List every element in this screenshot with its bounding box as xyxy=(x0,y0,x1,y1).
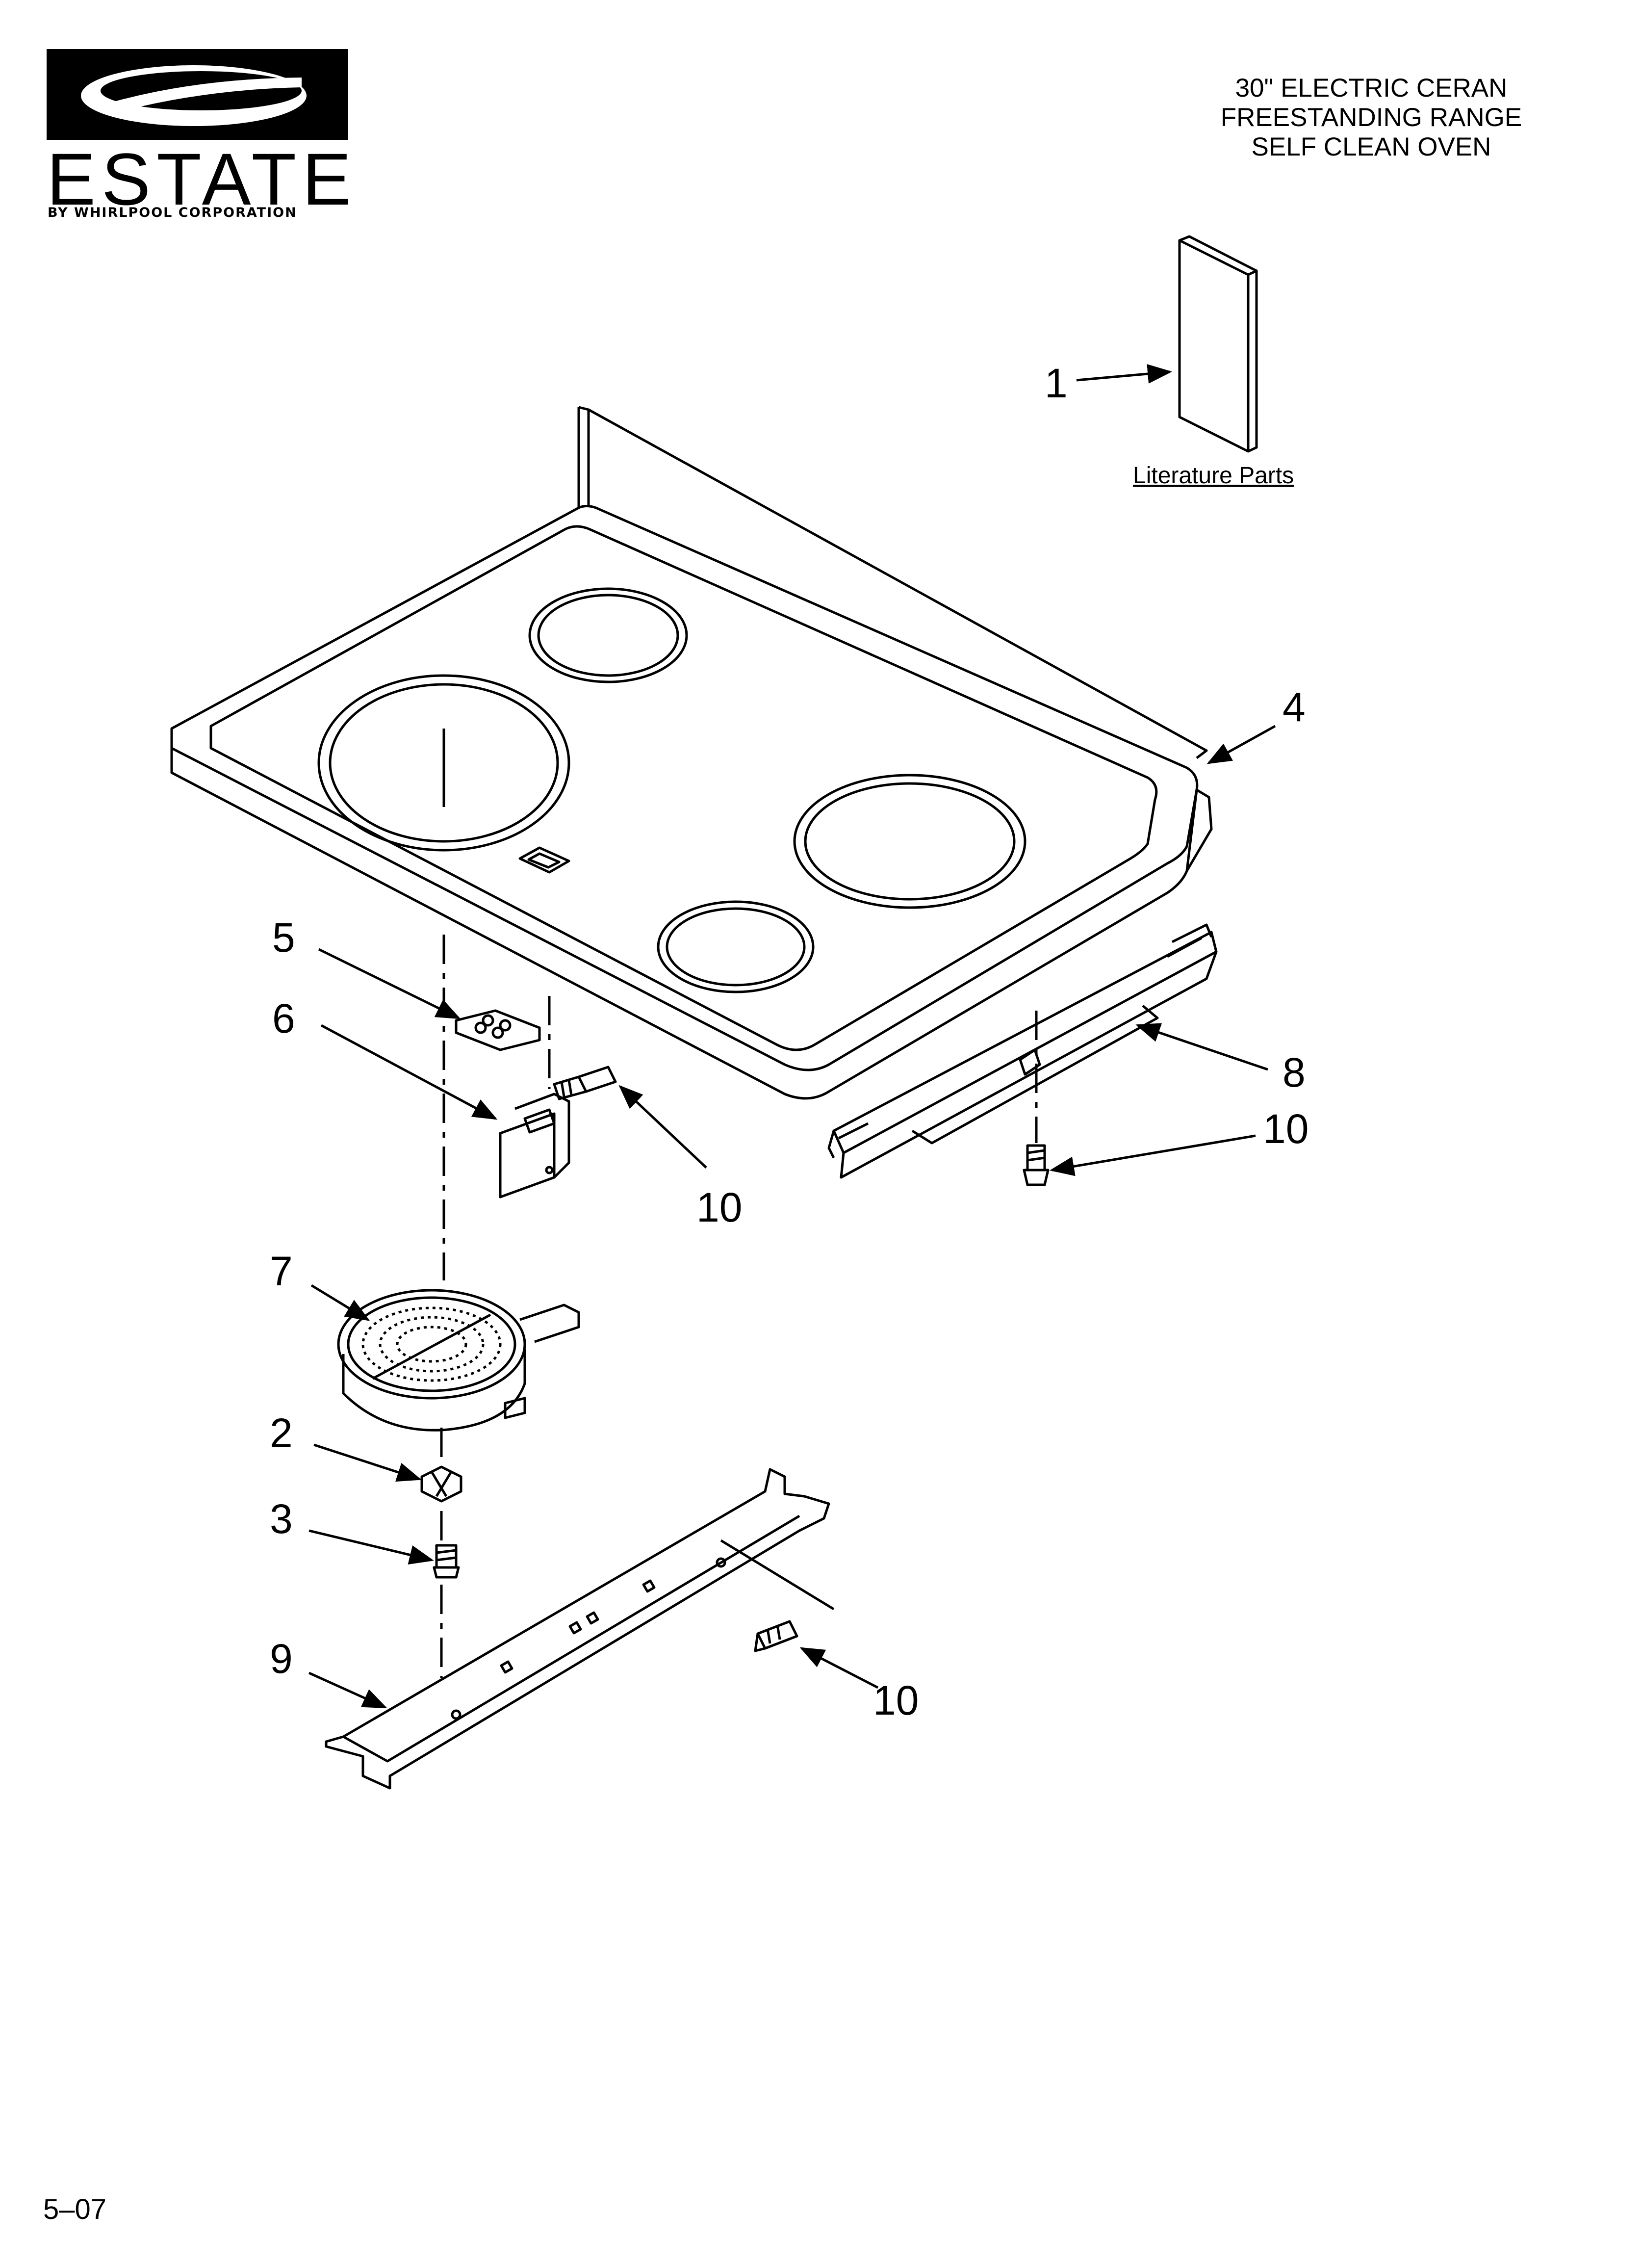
leader-10c xyxy=(799,1647,879,1689)
screw-10-c xyxy=(754,1620,798,1652)
callout-3: 3 xyxy=(270,1496,293,1542)
cooktop-glass xyxy=(170,406,1213,1100)
leader-7 xyxy=(310,1284,370,1321)
callout-10-c: 10 xyxy=(873,1677,919,1723)
callout-4: 4 xyxy=(1283,684,1306,730)
burner-large-right xyxy=(793,774,1026,909)
screw-3 xyxy=(433,1544,460,1579)
brand-tagline: BY WHIRLPOOL CORPORATION xyxy=(48,205,297,220)
rear-bracket xyxy=(827,923,1218,1179)
leader-4 xyxy=(1206,725,1276,764)
callout-6: 6 xyxy=(272,995,295,1042)
screw-10-a xyxy=(553,1066,617,1100)
terminal-block xyxy=(455,1009,541,1051)
burner-small-rear xyxy=(528,587,688,683)
leader-3 xyxy=(308,1529,434,1564)
header-line-3: SELF CLEAN OVEN xyxy=(1251,132,1491,161)
leader-8 xyxy=(1135,1023,1268,1071)
callout-7: 7 xyxy=(270,1248,293,1294)
literature-parts-label: Literature Parts xyxy=(1133,463,1294,489)
leader-10b xyxy=(1050,1134,1256,1176)
element-support-bar xyxy=(325,1468,835,1790)
radiant-element xyxy=(337,1289,580,1432)
estate-logo: ESTATE BY WHIRLPOOL CORPORATION xyxy=(47,49,351,220)
burner-large-left xyxy=(317,674,570,852)
burner-bracket xyxy=(499,1093,570,1199)
leader-5 xyxy=(318,948,461,1019)
literature-booklet xyxy=(1178,235,1258,453)
element-clip xyxy=(420,1465,462,1503)
header-line-2: FREESTANDING RANGE xyxy=(1220,103,1522,132)
callout-10-b: 10 xyxy=(1263,1106,1308,1152)
callout-1: 1 xyxy=(1045,360,1068,406)
header-line-1: 30" ELECTRIC CERAN xyxy=(1235,74,1508,103)
model-description: 30" ELECTRIC CERAN FREESTANDING RANGE SE… xyxy=(1151,74,1592,162)
leader-2 xyxy=(313,1443,422,1482)
callout-8: 8 xyxy=(1283,1049,1306,1095)
leader-1 xyxy=(1076,364,1172,384)
page-code: 5–07 xyxy=(43,2193,107,2225)
callout-5: 5 xyxy=(272,914,295,961)
leader-9 xyxy=(308,1671,387,1709)
leader-6 xyxy=(320,1024,498,1120)
estate-swoosh-icon xyxy=(47,49,348,140)
leader-10a xyxy=(618,1085,707,1169)
screw-10-b xyxy=(1023,1144,1050,1186)
callout-10-a: 10 xyxy=(696,1184,742,1230)
burner-small-front xyxy=(657,900,815,993)
callout-2: 2 xyxy=(270,1410,293,1456)
brand-name: ESTATE xyxy=(47,138,358,220)
callout-9: 9 xyxy=(270,1636,293,1682)
